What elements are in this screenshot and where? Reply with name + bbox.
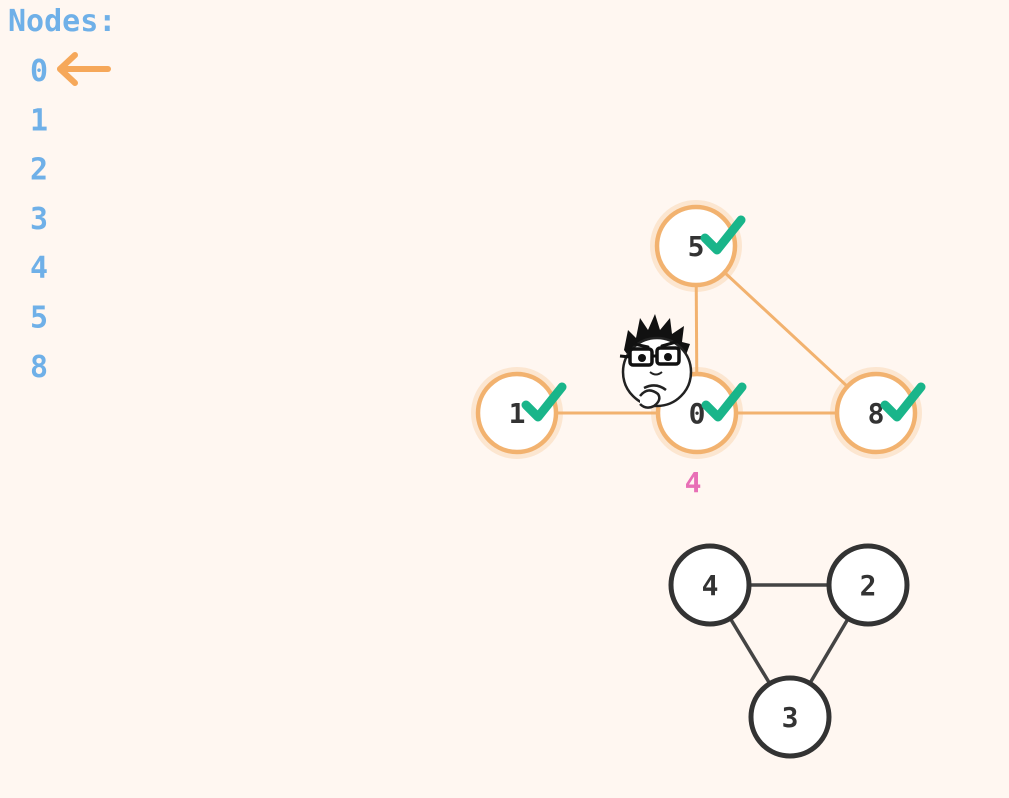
node-label: 1 — [509, 397, 526, 430]
node-circle — [654, 204, 738, 288]
node-label: 3 — [782, 701, 799, 734]
node-list: Nodes: 0 1 2 3 4 5 8 — [8, 4, 116, 385]
graph-node-8[interactable]: 8 — [830, 367, 926, 459]
node-list-item: 1 — [30, 103, 48, 138]
node-list-item: 2 — [30, 153, 48, 188]
node-glow — [651, 367, 743, 459]
node-glow — [471, 367, 563, 459]
graph-node-2[interactable]: 2 — [826, 543, 910, 627]
checkmark-icon — [700, 215, 746, 255]
checkmark-icon — [880, 382, 926, 422]
node-circle — [826, 543, 910, 627]
node-glow — [830, 367, 922, 459]
graph-node-5[interactable]: 5 — [650, 200, 746, 292]
graph-node-1[interactable]: 1 — [471, 367, 567, 459]
node-list-item: 8 — [30, 350, 48, 385]
node-circle — [748, 675, 832, 759]
checkmark-icon — [701, 382, 747, 422]
node-circle — [475, 371, 559, 455]
pointer-arrow-icon — [57, 52, 111, 86]
node-list-item: 3 — [30, 202, 48, 237]
node-label: 2 — [860, 569, 877, 602]
nerd-face-icon — [619, 314, 693, 409]
node-circle — [668, 543, 752, 627]
current-node-sublabel: 4 — [685, 466, 702, 499]
node-label: 0 — [689, 397, 706, 430]
node-label: 4 — [702, 569, 719, 602]
node-glow — [650, 200, 742, 292]
node-list-heading: Nodes: — [8, 4, 116, 39]
node-circle — [834, 371, 918, 455]
node-list-items: 0 1 2 3 4 5 8 — [30, 54, 48, 385]
node-list-item: 5 — [30, 301, 48, 336]
graph-nodes: 5 1 0 8 4 2 3 — [471, 200, 926, 759]
node-list-item: 4 — [30, 251, 48, 286]
node-label: 5 — [688, 230, 705, 263]
checkmark-icon — [521, 382, 567, 422]
node-list-item: 0 — [30, 54, 48, 89]
graph-node-3[interactable]: 3 — [748, 675, 832, 759]
graph-node-4[interactable]: 4 — [668, 543, 752, 627]
node-label: 8 — [868, 397, 885, 430]
